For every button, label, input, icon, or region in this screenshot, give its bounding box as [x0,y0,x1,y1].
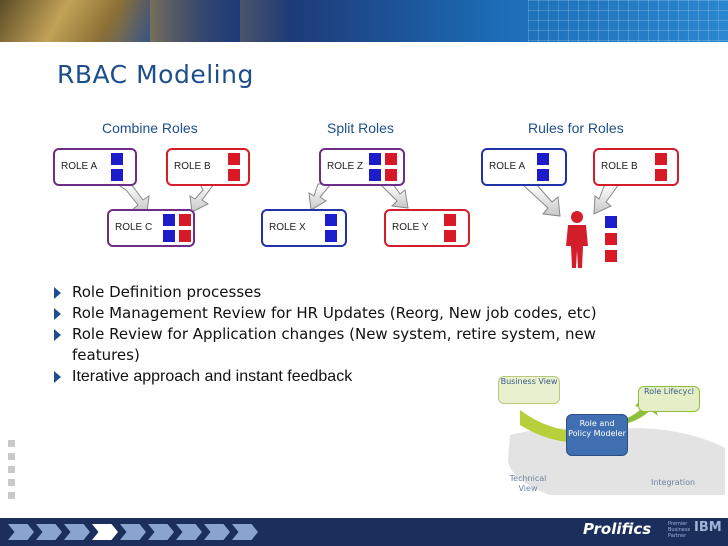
role-box-combine-c: ROLE C [107,209,195,247]
role-box-split-z: ROLE Z [319,148,405,186]
footer-bar [0,518,728,546]
red-permission-square [655,169,667,181]
red-permission-square [444,214,456,226]
bullet-text: Iterative approach and instant feedback [72,368,353,385]
business-view-box: Business View [498,376,560,404]
role-label: ROLE X [269,222,306,233]
chevron-icon [36,524,62,540]
arrow-combine-b-to-c [189,183,215,213]
role-label: ROLE A [61,161,98,172]
top-banner [0,0,728,42]
chevron-icon [148,524,174,540]
bullet-text: Role Definition processes [72,283,262,301]
page-title: RBAC Modeling [57,60,254,89]
blue-permission-square [325,230,337,242]
prolifics-logo: Prolifics [583,520,652,538]
chevron-icon [92,524,118,540]
red-permission-square [605,250,617,262]
bullet-item: Iterative approach and instant feedback [52,366,652,387]
red-permission-square [655,153,667,165]
role-policy-modeler-box: Role and Policy Modeler [566,414,628,456]
red-permission-square [228,153,240,165]
person-icon [566,211,588,268]
bullet-text: Role Management Review for HR Updates (R… [72,304,597,322]
bullet-arrow-icon [54,308,61,320]
blue-permission-square [325,214,337,226]
arrow-rules-b-to-person [593,183,620,215]
bullet-arrow-icon [54,371,61,383]
bullet-text: Role Review for Application changes (New… [72,325,596,364]
bullet-arrow-icon [54,287,61,299]
red-permission-square [385,169,397,181]
blue-permission-square [605,216,617,228]
role-lifecycle-diagram: Business View Role Lifecycl Role and Pol… [490,370,728,500]
role-label: ROLE A [489,161,526,172]
role-label: ROLE B [601,161,638,172]
section-title-split: Split Roles [327,120,394,136]
premier-partner-badge: Premier Business Partner [668,521,691,539]
role-box-split-x: ROLE X [261,209,347,247]
blue-permission-square [369,169,381,181]
ibm-logo: IBM [694,520,722,535]
red-permission-square [605,233,617,245]
role-label: ROLE Y [392,222,429,233]
arrow-rules-a-to-person [520,183,561,217]
bullet-item: Role Definition processes [52,282,652,303]
arrow-combine-a-to-c [115,183,150,213]
arrow-split-z-to-y [378,183,409,209]
banner-grid-pattern [528,0,728,42]
role-box-combine-b: ROLE B [166,148,250,186]
role-label: ROLE B [174,161,211,172]
red-permission-square [444,230,456,242]
chevron-icon [232,524,258,540]
bullet-list: Role Definition processes Role Managemen… [52,282,652,387]
technical-view-label: Technical View [509,474,547,493]
blue-permission-square [369,153,381,165]
role-box-rules-b: ROLE B [593,148,679,186]
chevron-icon [64,524,90,540]
arrow-split-z-to-x [308,183,333,211]
red-permission-square [179,230,191,242]
red-permission-square [228,169,240,181]
chevron-icon [8,524,34,540]
blue-permission-square [537,153,549,165]
role-box-rules-a: ROLE A [481,148,567,186]
banner-fade [120,0,240,42]
role-label: ROLE C [115,222,153,233]
chevron-icon [176,524,202,540]
red-permission-square [179,214,191,226]
blue-permission-square [111,169,123,181]
bullet-item: Role Management Review for HR Updates (R… [52,303,652,324]
chevron-icon [120,524,146,540]
section-title-rules: Rules for Roles [528,120,624,136]
bullet-item: Role Review for Application changes (New… [52,324,652,366]
blue-permission-square [163,230,175,242]
bullet-arrow-icon [54,329,61,341]
integration-label: Integration [650,478,696,487]
red-permission-square [385,153,397,165]
role-lifecycle-box: Role Lifecycl [638,386,700,412]
chevron-icon [204,524,230,540]
blue-permission-square [163,214,175,226]
left-decoration-dots [8,440,20,510]
section-title-combine: Combine Roles [102,120,198,136]
blue-permission-square [111,153,123,165]
role-box-split-y: ROLE Y [384,209,470,247]
role-label: ROLE Z [327,161,364,172]
role-box-combine-a: ROLE A [53,148,137,186]
blue-permission-square [537,169,549,181]
footer-chevrons [0,518,300,546]
